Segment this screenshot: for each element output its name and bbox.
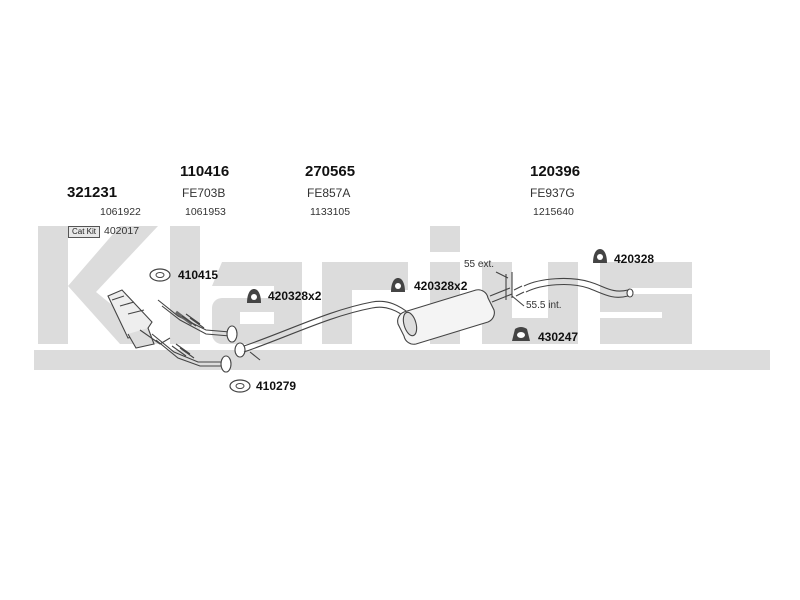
clamp-icon: [512, 327, 530, 341]
gasket-ring-icon: [229, 379, 251, 393]
intermediate-pipe[interactable]: [234, 300, 411, 361]
rear-pipe[interactable]: [513, 278, 634, 298]
part-number-cat[interactable]: 321231: [67, 184, 118, 201]
cat-kit-badge: Cat Kit: [68, 226, 100, 238]
part-ref-centre-silencer: 1133105: [310, 206, 351, 218]
rubber-hanger-icon: [247, 289, 261, 303]
part-number-front-pipe[interactable]: 110416: [180, 163, 230, 180]
front-pipe[interactable]: [157, 299, 238, 343]
gasket-ring-icon: [149, 268, 171, 282]
rubber-hanger-icon: [593, 249, 607, 263]
centre-silencer[interactable]: [397, 287, 513, 345]
part-number-rear-pipe[interactable]: 120396: [530, 163, 581, 180]
front-pipe-lower[interactable]: [151, 333, 232, 373]
part-code-front-pipe: FE703B: [182, 186, 226, 200]
dimension-markers: [495, 271, 525, 307]
part-number-centre-silencer[interactable]: 270565: [305, 163, 356, 180]
part-code-rear-pipe: FE937G: [530, 186, 575, 200]
part-ref-front-pipe: 1061953: [185, 206, 226, 218]
accessory-430247[interactable]: 430247: [538, 330, 579, 344]
part-ref-rear-pipe: 1215640: [533, 206, 574, 218]
cat-kit-ref: 402017: [104, 225, 140, 237]
part-ref-cat: 1061922: [100, 206, 141, 218]
accessory-420328x2-rear[interactable]: 420328x2: [414, 279, 468, 293]
accessory-410415[interactable]: 410415: [178, 268, 219, 282]
dimension-ext-label: 55 ext.: [464, 259, 495, 270]
rubber-hanger-icon: [391, 278, 405, 292]
part-code-centre-silencer: FE857A: [307, 186, 351, 200]
accessory-420328x2-front[interactable]: 420328x2: [268, 289, 322, 303]
dimension-int-label: 55.5 int.: [526, 300, 562, 311]
accessory-410279[interactable]: 410279: [256, 379, 297, 393]
accessory-420328[interactable]: 420328: [614, 252, 655, 266]
catalytic-converter[interactable]: [107, 289, 171, 349]
